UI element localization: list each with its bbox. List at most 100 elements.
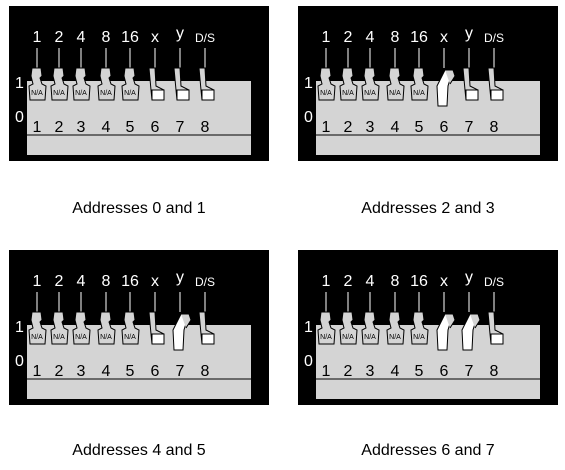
switch-na-label: N/A	[413, 334, 425, 341]
switch-weight-label: y	[465, 25, 473, 42]
switch-position-number: 3	[366, 119, 375, 136]
switch-lever	[121, 311, 140, 345]
switch-lever	[28, 311, 47, 345]
switch-weight-label: 8	[391, 273, 400, 290]
switch-position-number: 3	[366, 363, 375, 380]
switch-weight-label: x	[151, 29, 159, 46]
row-label-on: 1	[15, 319, 24, 336]
switch-position-number: 4	[391, 363, 400, 380]
switch-lever	[410, 311, 429, 345]
switch-position-number: 7	[176, 119, 185, 136]
dip-switch: 4N/A3	[72, 273, 91, 380]
dip-switch: 2N/A2	[50, 273, 69, 380]
dip-switch: y7	[173, 25, 190, 136]
switch-position-number: 2	[344, 119, 353, 136]
switch-weight-label: 4	[366, 273, 375, 290]
switch-position-number: 6	[151, 363, 160, 380]
switch-position-number: 5	[415, 363, 424, 380]
row-label-off: 0	[15, 109, 24, 126]
switch-weight-label: 1	[322, 29, 331, 46]
switch-lever	[317, 311, 336, 345]
panel-caption: Addresses 2 and 3	[361, 200, 495, 217]
switch-weight-label: 8	[102, 29, 111, 46]
switch-na-label: N/A	[364, 334, 376, 341]
switch-na-label: N/A	[342, 90, 354, 97]
switch-position-number: 8	[490, 119, 499, 136]
switch-position-number: 8	[201, 363, 210, 380]
switch-na-label: N/A	[31, 334, 43, 341]
switch-na-label: N/A	[389, 90, 401, 97]
switch-weight-label: 1	[322, 273, 331, 290]
switch-weight-label: x	[151, 273, 159, 290]
switch-na-label: N/A	[320, 334, 332, 341]
switch-position-number: 4	[102, 363, 111, 380]
switch-weight-label: y	[176, 269, 184, 286]
dip-switch: 16N/A5	[410, 29, 429, 136]
switch-weight-label: 16	[121, 29, 139, 46]
switch-na-label: N/A	[342, 334, 354, 341]
dip-switch: 2N/A2	[339, 29, 358, 136]
switch-na-label: N/A	[100, 334, 112, 341]
switch-position-number: 5	[126, 363, 135, 380]
switch-lever	[361, 67, 380, 101]
dip-switch: 2N/A2	[339, 273, 358, 380]
switch-weight-label: 16	[121, 273, 139, 290]
switch-lever	[50, 311, 69, 345]
switch-weight-label: 2	[55, 29, 64, 46]
switch-weight-label: 4	[77, 273, 86, 290]
dip-switch: 4N/A3	[361, 29, 380, 136]
switch-position-number: 3	[77, 119, 86, 136]
switch-weight-label: D/S	[195, 31, 215, 45]
dip-switch: 16N/A5	[121, 29, 140, 136]
switch-position-number: 5	[126, 119, 135, 136]
switch-weight-label: D/S	[484, 31, 504, 45]
switch-na-label: N/A	[389, 334, 401, 341]
switch-lever	[72, 67, 91, 101]
dip-switch: 1N/A1	[317, 273, 336, 380]
row-label-off: 0	[304, 353, 313, 370]
dip-switch: x6	[148, 29, 165, 136]
dip-switch: D/S 8	[484, 31, 504, 136]
dip-switch: x6	[436, 273, 456, 380]
dip-switch: 16N/A5	[121, 273, 140, 380]
switch-lever	[386, 67, 405, 101]
switch-lever	[50, 67, 69, 101]
dip-switch: x6	[148, 273, 165, 380]
switch-position-number: 4	[102, 119, 111, 136]
row-label-on: 1	[304, 319, 313, 336]
dip-switch: D/S8	[484, 275, 504, 380]
switch-lever	[339, 67, 358, 101]
dip-switch: 8N/A 4	[386, 273, 405, 380]
dip-switch: y7	[172, 269, 192, 380]
switch-position-number: 7	[176, 363, 185, 380]
switch-lever	[361, 311, 380, 345]
switch-weight-label: 4	[77, 29, 86, 46]
switch-position-number: 7	[465, 363, 474, 380]
switch-lever	[97, 67, 116, 101]
dip-switch: y7	[461, 269, 481, 380]
dip-switch: 2N/A2	[50, 29, 69, 136]
dip-switch: y7	[462, 25, 479, 136]
dip-switch: 8N/A4	[97, 273, 116, 380]
panel-caption: Addresses 0 and 1	[72, 200, 206, 217]
switch-na-label: N/A	[75, 334, 87, 341]
dip-switch: 1N/A1	[28, 29, 47, 136]
switch-weight-label: 2	[344, 273, 353, 290]
switch-position-number: 1	[322, 119, 331, 136]
switch-na-label: N/A	[100, 90, 112, 97]
dip-switch: 4N/A 3	[361, 273, 380, 380]
switch-weight-label: 1	[33, 29, 42, 46]
switch-lever	[28, 67, 47, 101]
switch-weight-label: D/S	[484, 275, 504, 289]
switch-weight-label: 8	[391, 29, 400, 46]
row-label-on: 1	[304, 75, 313, 92]
switch-weight-label: 16	[410, 273, 428, 290]
panel-caption: Addresses 4 and 5	[72, 442, 206, 459]
switch-na-label: N/A	[31, 90, 43, 97]
switch-lever	[72, 311, 91, 345]
